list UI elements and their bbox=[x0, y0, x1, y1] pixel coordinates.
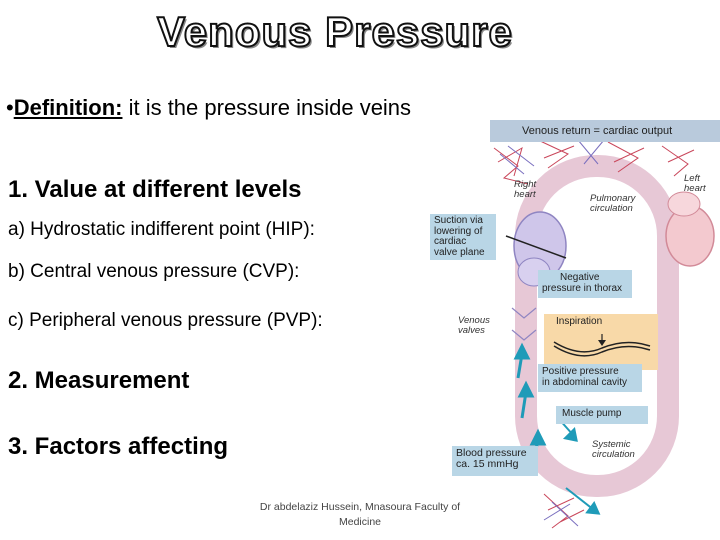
negative-pressure-box: Negative pressure in thorax bbox=[538, 270, 632, 298]
valve-plane-line bbox=[505, 235, 567, 259]
page-title: Venous Pressure bbox=[156, 7, 513, 56]
venous-return-diagram: Venous return = cardiac output Right hea… bbox=[430, 118, 720, 540]
definition-line: •Definition: it is the pressure inside v… bbox=[6, 95, 411, 121]
definition-label: Definition: bbox=[13, 95, 123, 120]
pulmonary-veins bbox=[499, 139, 605, 175]
systemic-capillaries bbox=[543, 493, 585, 529]
section-value-levels: 1. Value at different levels bbox=[8, 176, 302, 203]
suction-line2: lowering of bbox=[434, 225, 483, 237]
diaphragm-icon bbox=[553, 334, 651, 357]
bullet: • bbox=[6, 95, 14, 120]
left-atrium-shape bbox=[667, 191, 701, 217]
label-systemic-line1: Systemic bbox=[592, 439, 631, 450]
venous-valves-shape bbox=[511, 307, 537, 341]
blood-pressure-line2: ca. 15 mmHg bbox=[456, 458, 519, 470]
muscle-pump-box: Muscle pump bbox=[556, 406, 648, 424]
label-systemic-line2: circulation bbox=[592, 449, 635, 460]
label-pulmonary-line2: circulation bbox=[590, 203, 633, 214]
suction-box: Suction via lowering of cardiac valve pl… bbox=[430, 214, 496, 260]
footer-credit: Dr abdelaziz Hussein, Mnasoura Faculty o… bbox=[255, 500, 465, 530]
label-pulmonary: Pulmonary circulation bbox=[590, 194, 635, 214]
footer-line-1: Dr abdelaziz Hussein, Mnasoura Faculty o… bbox=[259, 501, 461, 513]
label-right-heart: Right heart bbox=[514, 180, 536, 200]
negative-line2: pressure in thorax bbox=[542, 283, 623, 294]
blood-pressure-line1: Blood pressure bbox=[456, 447, 527, 459]
positive-line1: Positive pressure bbox=[542, 366, 619, 377]
label-left-heart-line2: heart bbox=[684, 183, 706, 194]
positive-line2: in abdominal cavity bbox=[542, 377, 628, 388]
suction-line4: valve plane bbox=[434, 246, 485, 258]
label-right-heart-line2: heart bbox=[514, 189, 536, 200]
label-pulmonary-line1: Pulmonary bbox=[590, 193, 636, 204]
venous-valves-line2: valves bbox=[458, 325, 485, 336]
label-left-heart-line1: Left bbox=[684, 173, 700, 184]
systemic-venules bbox=[543, 501, 579, 527]
circulation-loop bbox=[515, 155, 679, 497]
label-left-heart: Left heart bbox=[684, 174, 706, 194]
inspiration-label: Inspiration bbox=[556, 316, 603, 327]
section-factors: 3. Factors affecting bbox=[8, 433, 229, 460]
suction-line1: Suction via bbox=[434, 215, 483, 226]
positive-pressure-box: Positive pressure in abdominal cavity bbox=[538, 364, 642, 392]
label-venous-valves: Venous valves bbox=[458, 316, 490, 336]
item-cvp: b) Central venous pressure (CVP): bbox=[8, 261, 300, 282]
definition-text: it is the pressure inside veins bbox=[122, 95, 412, 120]
section-measurement: 2. Measurement bbox=[8, 367, 190, 394]
pulmonary-capillaries bbox=[493, 139, 695, 185]
footer-line-2: Medicine bbox=[338, 516, 382, 528]
blood-pressure-box: Blood pressure ca. 15 mmHg bbox=[452, 446, 538, 476]
venous-return-header: Venous return = cardiac output bbox=[490, 120, 720, 142]
inspiration-box: Inspiration bbox=[544, 314, 658, 370]
label-right-heart-line1: Right bbox=[514, 179, 537, 190]
item-pvp: c) Peripheral venous pressure (PVP): bbox=[8, 310, 323, 331]
label-systemic: Systemic circulation bbox=[592, 440, 635, 460]
venous-valves-line1: Venous bbox=[458, 315, 490, 326]
item-hip: a) Hydrostatic indifferent point (HIP): bbox=[8, 219, 315, 240]
suction-line3: cardiac bbox=[434, 236, 467, 247]
negative-line1: Negative bbox=[560, 272, 600, 283]
circulation-illustration bbox=[493, 139, 715, 529]
flow-arrows bbox=[513, 342, 601, 515]
